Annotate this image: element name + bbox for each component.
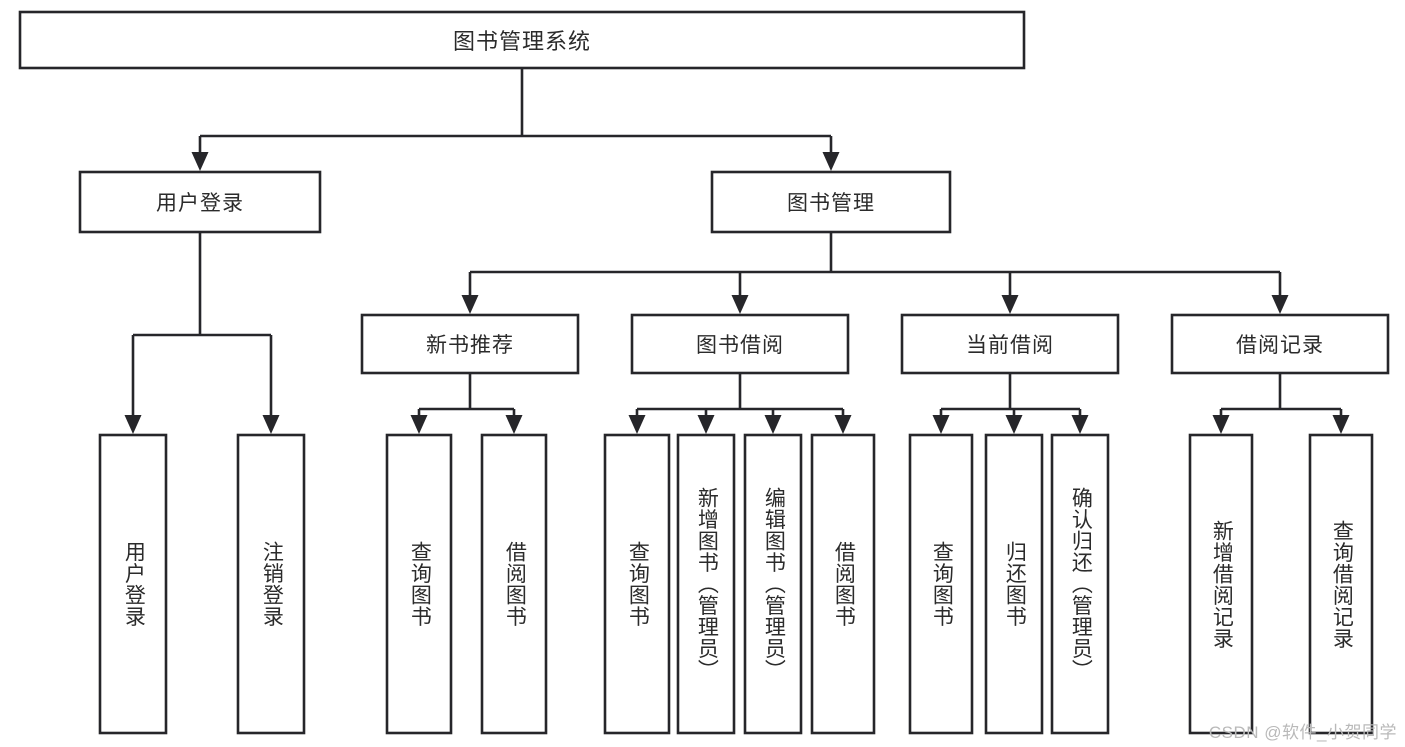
arrow-head-icon (1271, 295, 1289, 314)
arrow-head-icon (731, 295, 749, 314)
node-box-newbook[interactable] (360, 313, 580, 375)
arrow-head-icon (1005, 415, 1023, 434)
node-box-bookmgmt[interactable] (710, 170, 952, 234)
watermark-text: CSDN @软件_小贺同学 (1208, 723, 1397, 742)
arrow-head-icon (764, 415, 782, 434)
node-box-leaf-return-book[interactable] (984, 433, 1044, 735)
node-box-leaf-add-record[interactable] (1188, 433, 1254, 735)
arrow-head-icon (628, 415, 646, 434)
node-box-login[interactable] (78, 170, 322, 234)
nodes-layer (18, 10, 1390, 735)
node-box-borrow[interactable] (630, 313, 850, 375)
arrow-head-icon (1071, 415, 1089, 434)
node-box-current[interactable] (900, 313, 1120, 375)
node-box-leaf-borrow-book-1[interactable] (480, 433, 548, 735)
arrow-head-icon (505, 415, 523, 434)
node-box-leaf-user-login[interactable] (98, 433, 168, 735)
arrow-head-icon (1332, 415, 1350, 434)
node-box-leaf-confirm-return[interactable] (1050, 433, 1110, 735)
arrow-head-icon (191, 152, 209, 171)
arrow-head-icon (410, 415, 428, 434)
node-box-leaf-query-book-3[interactable] (908, 433, 974, 735)
arrow-head-icon (932, 415, 950, 434)
arrow-head-icon (262, 415, 280, 434)
arrow-head-icon (1212, 415, 1230, 434)
node-box-record[interactable] (1170, 313, 1390, 375)
node-box-leaf-query-book-1[interactable] (385, 433, 453, 735)
arrow-head-icon (1001, 295, 1019, 314)
node-box-leaf-add-book[interactable] (676, 433, 736, 735)
node-box-leaf-query-book-2[interactable] (603, 433, 671, 735)
arrow-head-icon (461, 295, 479, 314)
arrow-head-icon (697, 415, 715, 434)
arrow-head-icon (822, 152, 840, 171)
arrow-head-icon (834, 415, 852, 434)
node-box-leaf-query-record[interactable] (1308, 433, 1374, 735)
node-box-leaf-borrow-book-2[interactable] (810, 433, 876, 735)
node-box-leaf-user-logout[interactable] (236, 433, 306, 735)
edges-layer (124, 68, 1350, 434)
node-box-root[interactable] (18, 10, 1026, 70)
arrow-head-icon (124, 415, 142, 434)
node-box-leaf-edit-book[interactable] (743, 433, 803, 735)
